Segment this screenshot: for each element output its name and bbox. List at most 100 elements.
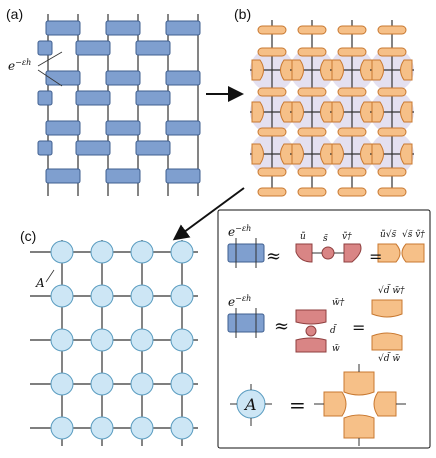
orange-pill [257, 127, 287, 137]
site-tensor [130, 328, 154, 352]
v-tensor [343, 243, 362, 263]
orange-pill [297, 187, 327, 197]
label-arrow [37, 69, 63, 87]
orange-pill [377, 167, 407, 177]
contraction-left-tensor [323, 391, 347, 417]
orange-half-tensor [400, 101, 413, 123]
orange-pill [337, 47, 367, 57]
gate-block-half [37, 90, 53, 106]
site-tensor [130, 240, 154, 264]
gate-block [75, 40, 111, 56]
gate-block [105, 70, 141, 86]
gate-block [165, 20, 201, 36]
legend-row3-equals: = [289, 393, 306, 417]
orange-half-tensor [331, 101, 344, 123]
orange-pill [297, 25, 327, 35]
orange-pill [257, 167, 287, 177]
d-tensor [305, 325, 317, 337]
legend-row2-equals: = [352, 318, 366, 337]
orange-half-tensor [331, 59, 344, 81]
orange-pill [297, 167, 327, 177]
gate-block [75, 90, 111, 106]
legend-row2-w-label: w̃ [332, 344, 340, 354]
legend-row1-s-label: s̃ [323, 234, 328, 244]
gate-block [165, 120, 201, 136]
orange-half-tensor [360, 101, 373, 123]
orange-pill [297, 127, 327, 137]
transition-arrows [172, 86, 245, 241]
legend-row1-v-sqrt-label: √s̃ ṽ† [402, 230, 425, 240]
contraction-right-tensor [373, 391, 397, 417]
orange-pill [377, 127, 407, 137]
orange-half-tensor [371, 101, 384, 123]
orange-half-tensor [251, 143, 264, 165]
gate-block [135, 140, 171, 156]
legend-row1-lhs-label: e−εh [228, 224, 252, 239]
gate-block [45, 168, 81, 184]
orange-half-tensor [280, 59, 293, 81]
orange-pill [257, 187, 287, 197]
site-tensor [50, 328, 74, 352]
orange-half-tensor [371, 143, 384, 165]
orange-half-tensor [320, 101, 333, 123]
legend-box [217, 209, 431, 449]
panel-c-peps-lattice [30, 240, 198, 446]
legend-row1-u-sqrt-label: ũ√s̃ [380, 230, 397, 240]
orange-pill [257, 87, 287, 97]
gate-block [165, 168, 201, 184]
site-tensor [170, 284, 194, 308]
site-tensor [170, 328, 194, 352]
orange-pill [337, 167, 367, 177]
gate-block-half [37, 40, 53, 56]
orange-half-tensor [400, 143, 413, 165]
orange-pill [337, 187, 367, 197]
orange-pill [377, 187, 407, 197]
orange-pill [337, 87, 367, 97]
contraction-top-tensor [343, 371, 375, 396]
orange-top-tensor [371, 299, 403, 318]
gate-block [105, 168, 141, 184]
orange-right-tensor [401, 243, 425, 263]
legend-row2-d-label: d̃ [330, 326, 336, 336]
orange-half-tensor [400, 59, 413, 81]
panel-a-gate-label: e−εh [8, 58, 32, 73]
legend-gate-row1 [227, 243, 265, 263]
legend-row1-equals: = [369, 247, 383, 266]
orange-half-tensor [320, 59, 333, 81]
orange-left-tensor [377, 243, 401, 263]
contraction-bottom-tensor [343, 414, 375, 439]
gate-block-half [37, 140, 53, 156]
orange-pill [377, 47, 407, 57]
site-tensor [90, 328, 114, 352]
gate-block [135, 40, 171, 56]
orange-half-tensor [360, 143, 373, 165]
orange-half-tensor [280, 143, 293, 165]
site-tensor [50, 240, 74, 264]
gate-block [165, 70, 201, 86]
orange-half-tensor [291, 101, 304, 123]
legend-row2-bottom-label: √d̃ w̃ [378, 354, 401, 364]
panel-c-label: (c) [20, 228, 37, 244]
legend-row3-site-label: A [245, 395, 257, 414]
gate-block [45, 20, 81, 36]
site-tensor [90, 284, 114, 308]
orange-pill [297, 87, 327, 97]
u-tensor [295, 243, 313, 263]
legend-row2-wdag-label: w̃† [332, 298, 345, 308]
site-tensor [130, 372, 154, 396]
site-tensor [90, 240, 114, 264]
site-tensor [50, 416, 74, 440]
orange-half-tensor [291, 59, 304, 81]
w-dag-tensor [295, 309, 327, 325]
orange-pill [377, 87, 407, 97]
orange-pill [377, 25, 407, 35]
gate-block [135, 90, 171, 106]
legend-row2-lhs-label: e−εh [228, 294, 252, 309]
orange-bottom-tensor [371, 332, 403, 351]
panel-b-label: (b) [234, 6, 252, 22]
site-tensor [130, 416, 154, 440]
s-tensor [321, 246, 335, 260]
site-tensor [90, 416, 114, 440]
